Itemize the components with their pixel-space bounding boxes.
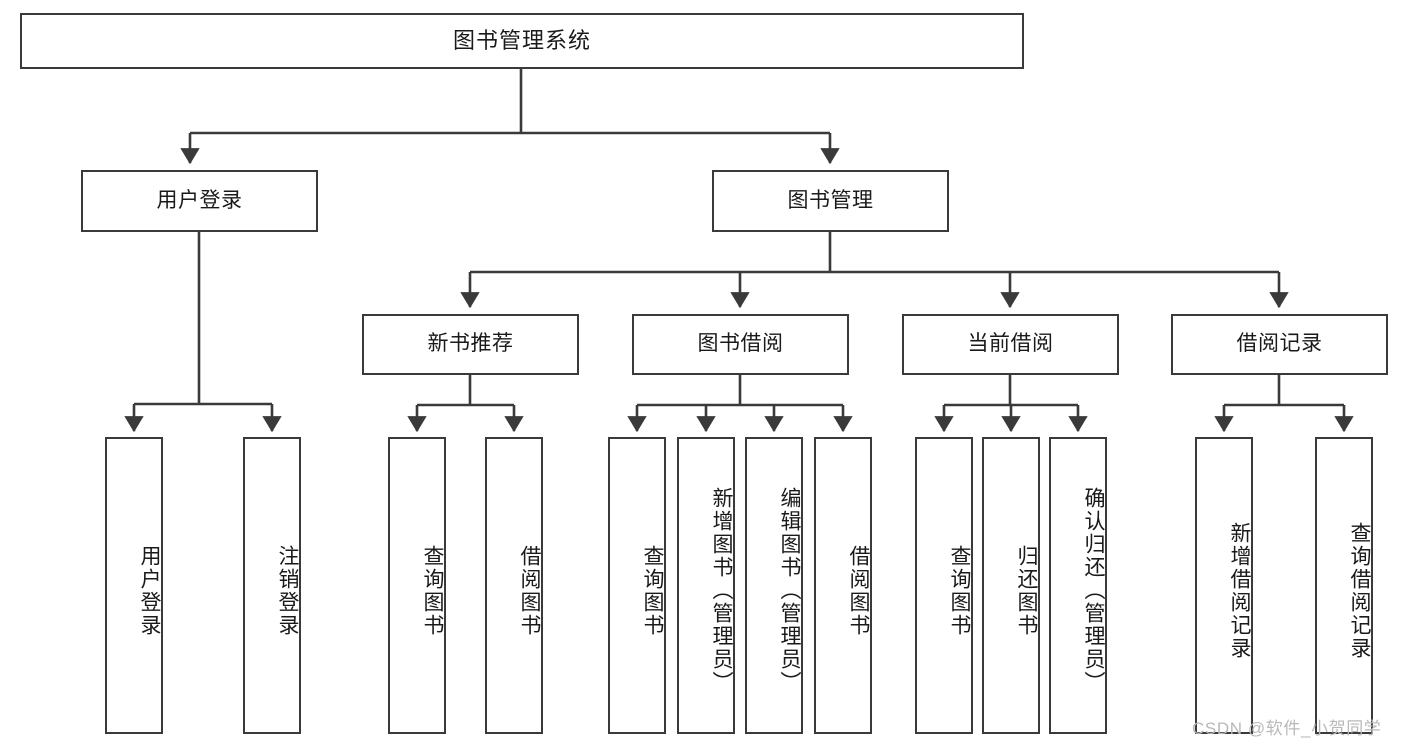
node-leaf-query-book-3-label: 查询图书: [948, 544, 971, 637]
node-borrow-record-label: 借阅记录: [1236, 332, 1323, 356]
node-leaf-user-logout[interactable]: 注销登录: [243, 437, 301, 734]
node-leaf-user-logout-label: 注销登录: [276, 544, 299, 637]
node-current-borrow[interactable]: 当前借阅: [902, 314, 1119, 375]
node-leaf-query-book-1[interactable]: 查询图书: [388, 437, 446, 734]
node-user-login-label: 用户登录: [156, 188, 243, 212]
node-leaf-query-record[interactable]: 查询借阅记录: [1315, 437, 1373, 734]
node-leaf-edit-book-label: 编辑图书（管理员）: [778, 487, 801, 694]
node-root-system[interactable]: 图书管理系统: [20, 13, 1024, 69]
node-book-manage-label: 图书管理: [787, 188, 874, 212]
node-leaf-add-book-label: 新增图书（管理员）: [710, 487, 733, 694]
node-leaf-borrow-book-2-label: 借阅图书: [847, 544, 870, 637]
node-leaf-confirm-return-label: 确认归还（管理员）: [1082, 487, 1105, 694]
node-leaf-query-book-2-label: 查询图书: [641, 544, 664, 637]
node-leaf-borrow-book-2[interactable]: 借阅图书: [814, 437, 872, 734]
node-leaf-return-book[interactable]: 归还图书: [982, 437, 1040, 734]
node-borrow-record[interactable]: 借阅记录: [1171, 314, 1388, 375]
node-leaf-borrow-book-1[interactable]: 借阅图书: [485, 437, 543, 734]
node-leaf-return-book-label: 归还图书: [1015, 544, 1038, 637]
node-leaf-confirm-return[interactable]: 确认归还（管理员）: [1049, 437, 1107, 734]
node-leaf-query-record-label: 查询借阅记录: [1348, 521, 1371, 660]
node-user-login[interactable]: 用户登录: [81, 170, 318, 232]
node-book-borrow[interactable]: 图书借阅: [632, 314, 849, 375]
node-leaf-add-record-label: 新增借阅记录: [1228, 521, 1251, 660]
node-leaf-query-book-2[interactable]: 查询图书: [608, 437, 666, 734]
node-new-book-rec[interactable]: 新书推荐: [362, 314, 579, 375]
node-book-borrow-label: 图书借阅: [697, 332, 784, 356]
node-leaf-user-login-label: 用户登录: [138, 544, 161, 637]
node-leaf-add-record[interactable]: 新增借阅记录: [1195, 437, 1253, 734]
node-leaf-add-book[interactable]: 新增图书（管理员）: [677, 437, 735, 734]
csdn-watermark: CSDN @软件_小贺同学: [1192, 719, 1382, 738]
node-leaf-borrow-book-1-label: 借阅图书: [518, 544, 541, 637]
node-current-borrow-label: 当前借阅: [967, 332, 1054, 356]
node-book-manage[interactable]: 图书管理: [712, 170, 949, 232]
node-new-book-rec-label: 新书推荐: [427, 332, 514, 356]
node-leaf-query-book-3[interactable]: 查询图书: [915, 437, 973, 734]
node-leaf-user-login[interactable]: 用户登录: [105, 437, 163, 734]
node-root-label: 图书管理系统: [452, 28, 591, 54]
node-leaf-query-book-1-label: 查询图书: [421, 544, 444, 637]
node-leaf-edit-book[interactable]: 编辑图书（管理员）: [745, 437, 803, 734]
